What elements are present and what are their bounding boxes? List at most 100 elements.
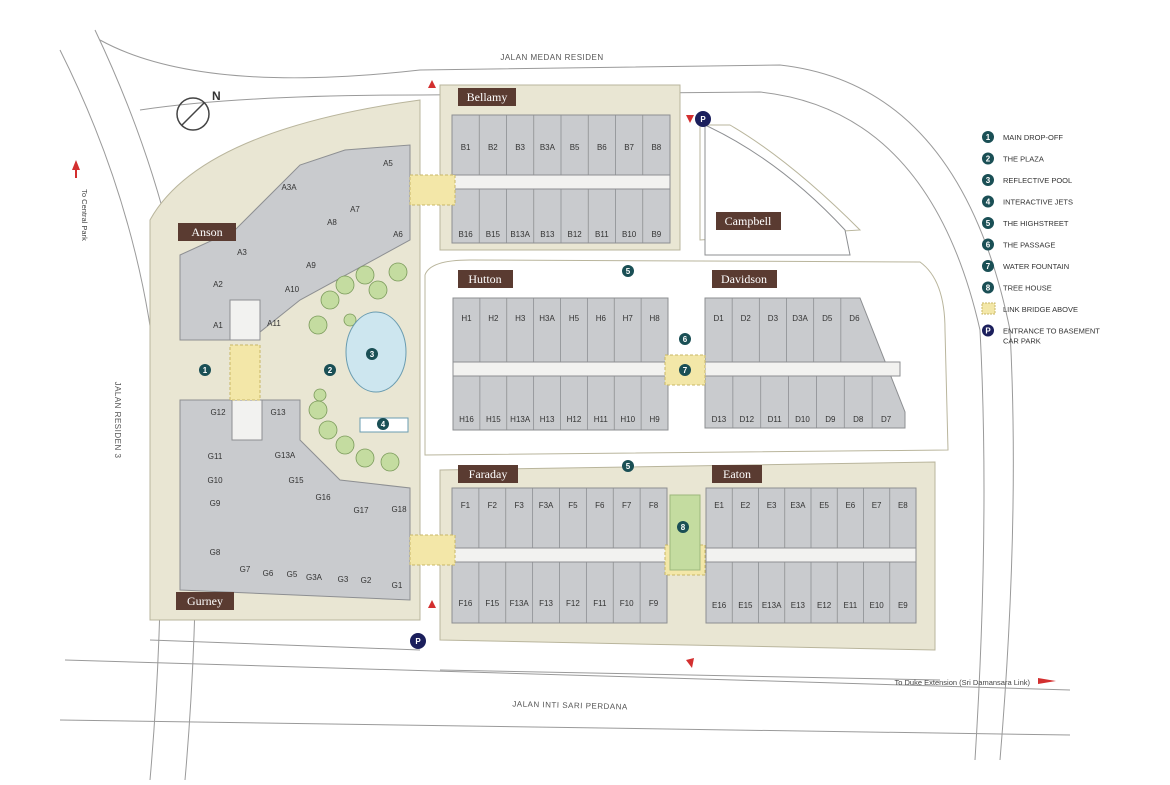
unit-label[interactable]: H12	[567, 415, 582, 424]
unit-label[interactable]: E5	[819, 501, 829, 510]
unit-label[interactable]: H3	[515, 314, 526, 323]
unit-label[interactable]: E2	[740, 501, 750, 510]
unit-label[interactable]: F16	[459, 599, 473, 608]
poi-marker[interactable]	[377, 418, 389, 430]
poi-marker[interactable]	[199, 364, 211, 376]
unit-label[interactable]: B11	[595, 230, 609, 239]
unit-label[interactable]: D3	[768, 314, 779, 323]
poi-marker[interactable]	[366, 348, 378, 360]
unit-label[interactable]: G16	[315, 493, 331, 502]
unit-label[interactable]: H9	[649, 415, 660, 424]
unit-label[interactable]: H16	[459, 415, 474, 424]
unit-label[interactable]: B2	[488, 143, 498, 152]
unit-label[interactable]: G17	[353, 506, 369, 515]
unit-label[interactable]: H15	[486, 415, 501, 424]
unit-label[interactable]: E9	[898, 601, 908, 610]
unit-label[interactable]: F3A	[539, 501, 554, 510]
unit-label[interactable]: B3	[515, 143, 525, 152]
unit-label[interactable]: H11	[594, 415, 609, 424]
unit-label[interactable]: B7	[624, 143, 634, 152]
unit-label[interactable]: D13	[712, 415, 727, 424]
unit-label[interactable]: A8	[327, 218, 337, 227]
unit-label[interactable]: F1	[461, 501, 471, 510]
unit-label[interactable]: F10	[620, 599, 634, 608]
unit-label[interactable]: D1	[713, 314, 724, 323]
unit-label[interactable]: F13A	[510, 599, 530, 608]
unit-label[interactable]: H13A	[510, 415, 531, 424]
unit-label[interactable]: H6	[596, 314, 607, 323]
unit-label[interactable]: A11	[267, 319, 281, 328]
unit-label[interactable]: A3	[237, 248, 247, 257]
unit-label[interactable]: F11	[593, 599, 607, 608]
poi-marker[interactable]	[677, 521, 689, 533]
unit-label[interactable]: G3A	[306, 573, 323, 582]
poi-marker[interactable]	[324, 364, 336, 376]
unit-label[interactable]: E3	[767, 501, 777, 510]
unit-label[interactable]: E10	[870, 601, 885, 610]
unit-label[interactable]: D9	[825, 415, 836, 424]
unit-label[interactable]: B3A	[540, 143, 556, 152]
unit-label[interactable]: B10	[622, 230, 637, 239]
poi-marker[interactable]	[622, 265, 634, 277]
unit-label[interactable]: H7	[623, 314, 634, 323]
unit-label[interactable]: G2	[361, 576, 372, 585]
parking-marker[interactable]	[410, 633, 426, 649]
unit-label[interactable]: D10	[795, 415, 810, 424]
poi-marker[interactable]	[622, 460, 634, 472]
unit-label[interactable]: E3A	[790, 501, 806, 510]
unit-label[interactable]: E11	[844, 601, 858, 610]
unit-label[interactable]: B5	[570, 143, 580, 152]
unit-label[interactable]: G18	[391, 505, 407, 514]
unit-label[interactable]: D8	[853, 415, 864, 424]
unit-label[interactable]: G3	[338, 575, 349, 584]
unit-label[interactable]: A5	[383, 159, 393, 168]
unit-label[interactable]: G13A	[275, 451, 296, 460]
unit-label[interactable]: F12	[566, 599, 580, 608]
unit-label[interactable]: E16	[712, 601, 727, 610]
unit-label[interactable]: G9	[210, 499, 221, 508]
unit-label[interactable]: F2	[488, 501, 498, 510]
unit-label[interactable]: G13	[270, 408, 286, 417]
unit-label[interactable]: H5	[569, 314, 580, 323]
unit-label[interactable]: D3A	[792, 314, 808, 323]
unit-label[interactable]: A10	[285, 285, 300, 294]
unit-label[interactable]: F6	[595, 501, 605, 510]
unit-label[interactable]: H3A	[539, 314, 555, 323]
unit-label[interactable]: B8	[651, 143, 661, 152]
unit-label[interactable]: H1	[461, 314, 472, 323]
unit-label[interactable]: F7	[622, 501, 632, 510]
unit-label[interactable]: H8	[649, 314, 660, 323]
unit-label[interactable]: D2	[741, 314, 752, 323]
unit-label[interactable]: E13	[791, 601, 806, 610]
unit-label[interactable]: D5	[822, 314, 833, 323]
unit-label[interactable]: F8	[649, 501, 659, 510]
unit-label[interactable]: H2	[488, 314, 499, 323]
unit-label[interactable]: G12	[210, 408, 226, 417]
unit-label[interactable]: E12	[817, 601, 832, 610]
unit-label[interactable]: G6	[263, 569, 274, 578]
unit-label[interactable]: G8	[210, 548, 221, 557]
unit-label[interactable]: E7	[872, 501, 882, 510]
unit-label[interactable]: B15	[486, 230, 501, 239]
unit-label[interactable]: G1	[392, 581, 403, 590]
unit-label[interactable]: B13A	[510, 230, 530, 239]
unit-label[interactable]: B1	[461, 143, 471, 152]
unit-label[interactable]: E15	[738, 601, 753, 610]
unit-label[interactable]: A9	[306, 261, 316, 270]
unit-label[interactable]: F9	[649, 599, 659, 608]
unit-label[interactable]: G10	[207, 476, 223, 485]
unit-label[interactable]: D11	[768, 415, 783, 424]
block-campbell[interactable]	[704, 124, 851, 256]
unit-label[interactable]: A6	[393, 230, 403, 239]
parking-marker[interactable]	[695, 111, 711, 127]
unit-label[interactable]: H10	[620, 415, 635, 424]
unit-label[interactable]: E6	[845, 501, 855, 510]
unit-label[interactable]: A1	[213, 321, 223, 330]
unit-label[interactable]: D7	[881, 415, 892, 424]
